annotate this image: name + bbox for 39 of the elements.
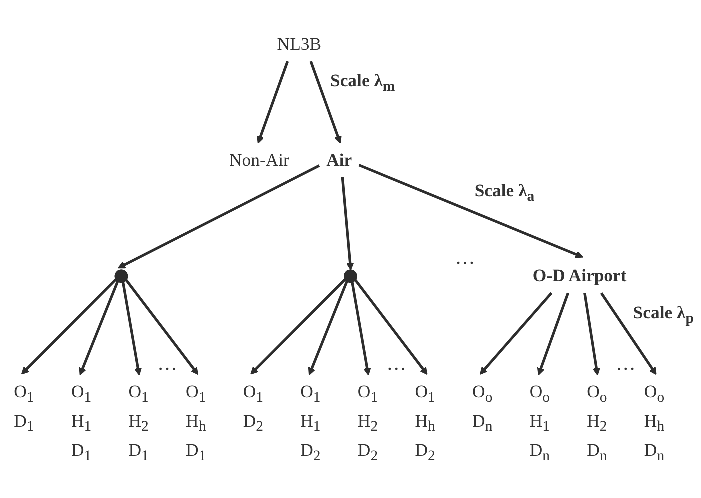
node-label: O$_{1}$ D$_{2}$	[243, 382, 264, 435]
arrow	[118, 164, 320, 269]
arrow	[584, 293, 600, 376]
node-label: O$_{1}$ H$_{1}$ D$_{2}$	[300, 382, 321, 464]
node-label: O$_{1}$ H$_{2}$ D$_{2}$	[358, 382, 378, 464]
ellipsis: …	[157, 354, 178, 374]
arrow	[79, 281, 120, 376]
node-label: O$_{o}$ D$_{n}$	[472, 382, 493, 435]
node-label: O$_{1}$ H$_{1}$ D$_{1}$	[71, 382, 92, 464]
node-label: Air	[326, 150, 352, 170]
arrow	[250, 278, 346, 375]
arrow	[341, 177, 354, 271]
node-label: O$_{1}$ D$_{1}$	[14, 382, 34, 435]
node-label: NL3B	[277, 34, 322, 54]
arrow	[310, 61, 342, 144]
arrow	[308, 281, 348, 376]
node-label: O$_{o}$ H$_{2}$ D$_{n}$	[587, 382, 608, 464]
ellipsis: …	[616, 354, 636, 374]
arrow	[537, 292, 570, 376]
arrow	[480, 292, 553, 375]
arrow	[256, 61, 290, 144]
node-label: O$_{1}$ H$_{2}$ D$_{1}$	[128, 382, 149, 464]
node-label: Non-Air	[230, 150, 290, 170]
arrow	[122, 282, 142, 376]
arrow	[125, 279, 199, 376]
arrow	[358, 164, 584, 258]
node-label: O-D Airport	[532, 266, 627, 286]
junction-dot	[114, 270, 128, 284]
node-label: O$_{o}$ H$_{1}$ D$_{n}$	[530, 382, 550, 464]
node-label: O$_{1}$ H$_{h}$ D$_{1}$	[186, 382, 206, 464]
arrow	[600, 292, 657, 376]
arrow	[351, 282, 372, 376]
node-label: O$_{o}$ H$_{h}$ D$_{n}$	[644, 382, 665, 464]
arrow	[354, 279, 428, 376]
ellipsis: …	[386, 354, 407, 374]
ellipsis: …	[455, 248, 476, 268]
arrow	[21, 278, 118, 375]
junction-dot	[344, 270, 358, 284]
node-label: O$_{1}$ H$_{h}$ D$_{2}$	[415, 382, 436, 464]
